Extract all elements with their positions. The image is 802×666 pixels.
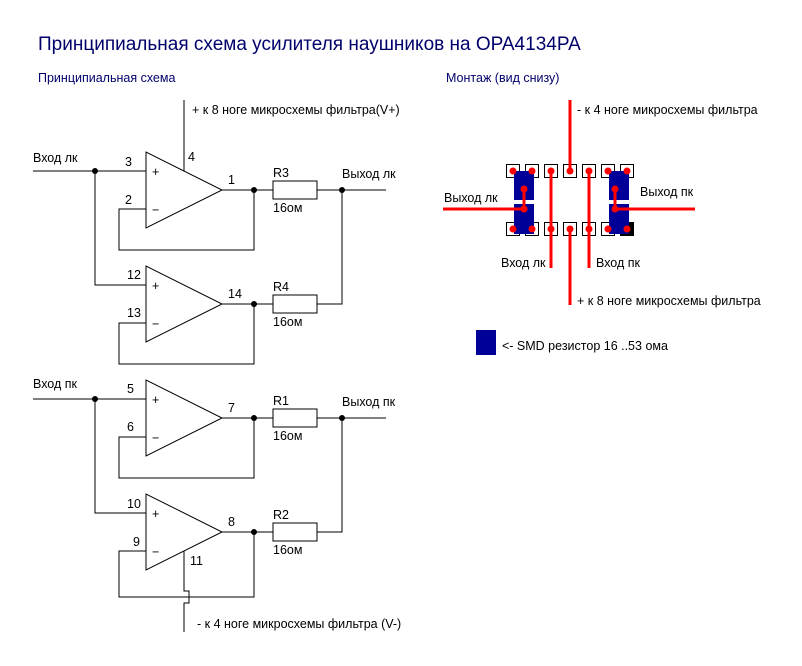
feedback-wire: [118, 418, 255, 479]
feedback-wire: [118, 532, 255, 598]
output-merge-wire: [317, 418, 343, 533]
solder-dot: [566, 167, 574, 175]
resistor-label: R2: [273, 508, 289, 522]
schematic: [33, 100, 386, 632]
pin-label: 7: [228, 401, 235, 415]
page-title: Принципиальная схема усилителя наушников…: [38, 34, 581, 55]
solder-dot: [509, 167, 517, 175]
junctions: [92, 168, 345, 535]
solder-dot: [611, 205, 619, 213]
legend-smd-swatch: [476, 330, 496, 355]
input-label-right: Вход пк: [33, 377, 78, 391]
supply-plus-label: + к 8 ноге микросхемы фильтра(V+): [192, 103, 400, 117]
resistor-label: R4: [273, 280, 289, 294]
output-merge-wire: [317, 190, 343, 305]
assembly-right-input: Вход пк: [596, 256, 641, 270]
traces: [443, 100, 695, 305]
solder-dot: [528, 167, 536, 175]
smd-resistor-right-upper: [609, 171, 629, 200]
solder-dot: [520, 185, 528, 193]
supply-minus-label: - к 4 ноге микросхемы фильтра (V-): [197, 617, 401, 631]
solder-dot: [520, 205, 528, 213]
pin-label: 1: [228, 173, 235, 187]
smd-resistor-left-lower: [514, 204, 534, 234]
solder-dot: [623, 167, 631, 175]
junction-dot: [339, 187, 345, 193]
junction-dot: [92, 396, 98, 402]
assembly-bottom-label: + к 8 ноге микросхемы фильтра: [577, 294, 761, 308]
plus-sign: +: [152, 279, 159, 293]
feedback-wire: [118, 190, 255, 251]
minus-sign: −: [152, 203, 159, 217]
input-branch-wire: [94, 399, 146, 514]
solder-dot: [528, 225, 536, 233]
resistor-value: 16ом: [273, 315, 302, 329]
minus-sign: −: [152, 317, 159, 331]
minus-sign: −: [152, 545, 159, 559]
resistor-label: R1: [273, 394, 289, 408]
resistor-r3: [272, 180, 318, 200]
junction-dot: [251, 301, 257, 307]
solder-dot: [623, 225, 631, 233]
junction-dot: [251, 529, 257, 535]
assembly-left-input: Вход лк: [501, 256, 546, 270]
junction-dot: [92, 168, 98, 174]
pin-label: 10: [127, 497, 141, 511]
opamp-u3: [145, 379, 224, 457]
plus-sign: +: [152, 165, 159, 179]
solder-dot: [585, 167, 593, 175]
pin-label: 9: [133, 535, 140, 549]
supply-minus-wire: [183, 551, 190, 632]
solder-dot: [604, 225, 612, 233]
pin-label: 4: [188, 150, 195, 164]
feedback-wire: [118, 304, 255, 365]
pin-label: 2: [125, 193, 132, 207]
resistor-r2: [272, 522, 318, 542]
assembly: - к 4 ноге микросхемы фильтра Выход лк В…: [443, 100, 761, 355]
junction-dot: [251, 415, 257, 421]
pin-label: 8: [228, 515, 235, 529]
assembly-left-output: Выход лк: [444, 191, 498, 205]
pin-label: 3: [125, 155, 132, 169]
schematic-labels: + к 8 ноге микросхемы фильтра(V+) Вход л…: [33, 103, 401, 631]
output-label-right: Выход пк: [342, 395, 396, 409]
pin-label: 11: [190, 554, 203, 568]
schematic-heading: Принципиальная схема: [38, 71, 176, 85]
pin-label: 5: [127, 382, 134, 396]
junction-dot: [251, 187, 257, 193]
assembly-top-label: - к 4 ноге микросхемы фильтра: [577, 103, 758, 117]
plus-sign: +: [152, 393, 159, 407]
pin-label: 13: [127, 306, 141, 320]
assembly-heading: Монтаж (вид снизу): [446, 71, 560, 85]
minus-sign: −: [152, 431, 159, 445]
pin-label: 12: [127, 268, 141, 282]
opamp-u2: [145, 265, 224, 343]
pin-label: 6: [127, 420, 134, 434]
plus-sign: +: [152, 507, 159, 521]
solder-dot: [566, 225, 574, 233]
channel-left: [33, 100, 386, 365]
legend-label: <- SMD резистор 16 ..53 ома: [502, 339, 668, 353]
solder-dot: [547, 225, 555, 233]
output-label-left: Выход лк: [342, 167, 396, 181]
pin-label: 14: [228, 287, 242, 301]
solder-dot: [585, 225, 593, 233]
resistor-r1: [272, 408, 318, 428]
channel-right: [33, 379, 386, 632]
solder-dot: [547, 167, 555, 175]
assembly-right-output: Выход пк: [640, 185, 694, 199]
resistor-value: 16ом: [273, 543, 302, 557]
input-branch-wire: [94, 171, 146, 286]
solder-dot: [604, 167, 612, 175]
resistor-value: 16ом: [273, 429, 302, 443]
solder-dot: [509, 225, 517, 233]
solder-dots: [509, 167, 631, 233]
junction-dot: [339, 415, 345, 421]
resistor-value: 16ом: [273, 201, 302, 215]
resistor-r4: [272, 294, 318, 314]
resistor-label: R3: [273, 166, 289, 180]
input-label-left: Вход лк: [33, 151, 78, 165]
solder-dot: [611, 185, 619, 193]
